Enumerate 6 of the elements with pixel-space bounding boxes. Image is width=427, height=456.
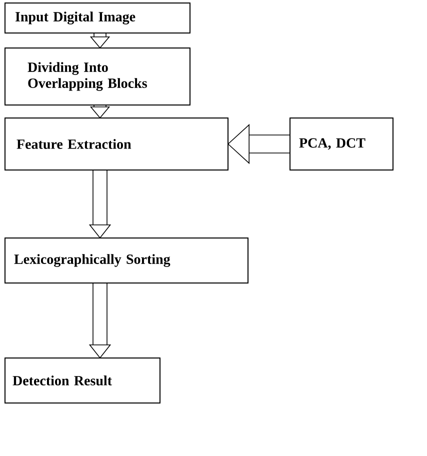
process-box: Lexicographically Sorting	[4, 238, 248, 284]
process-box: Feature Extraction	[4, 118, 228, 170]
process-box: PCA, DCT	[290, 118, 394, 170]
process-box: Input Digital Image	[4, 2, 190, 34]
process-box: Detection Result	[4, 358, 160, 404]
process-box: Dividing Into Overlapping Blocks	[4, 48, 190, 106]
